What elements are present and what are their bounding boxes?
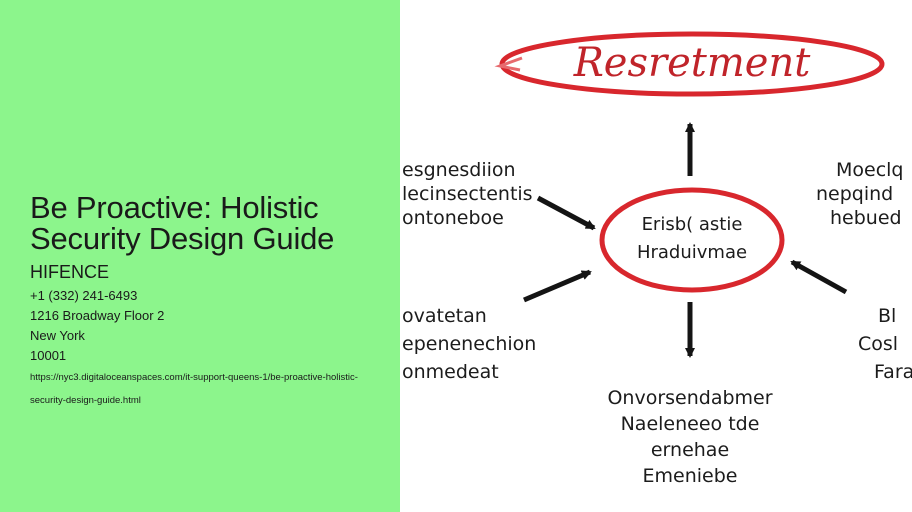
top-right-line-2: nepqind xyxy=(816,183,893,205)
top-left-line-1: esgnesdiion xyxy=(402,159,516,181)
diagram-image: Resretment Erisb( astie Hraduivmae esgne… xyxy=(400,0,912,512)
bottom-right-line-2: Cosl xyxy=(858,333,898,355)
bottom-line-4: Emeniebe xyxy=(643,465,738,487)
banner-tail xyxy=(494,56,523,72)
bottom-right-line-1: Bl xyxy=(878,305,896,327)
bottom-line-1: Onvorsendabmer xyxy=(607,387,772,409)
source-link[interactable]: https://nyc3.digitaloceanspaces.com/it-s… xyxy=(30,372,358,406)
concept-diagram: Resretment Erisb( astie Hraduivmae esgne… xyxy=(402,31,912,487)
arrow-top-left xyxy=(536,195,596,231)
top-right-line-1: Moeclq xyxy=(836,159,904,181)
bottom-left-line-2: epenenechion xyxy=(402,333,536,355)
banner-text: Resretment xyxy=(573,40,812,86)
bottom-line-2: Naeleneeo tde xyxy=(621,413,760,435)
arrow-right xyxy=(790,259,848,295)
bottom-left-line-3: onmedeat xyxy=(402,361,499,383)
info-panel: Be Proactive: Holistic Security Design G… xyxy=(0,0,400,512)
phone-number: +1 (332) 241-6493 xyxy=(30,288,138,303)
company-name: HIFENCE xyxy=(30,262,110,282)
top-left-line-3: ontoneboe xyxy=(402,207,504,229)
street-address: 1216 Broadway Floor 2 xyxy=(30,308,165,323)
center-label-2: Hraduivmae xyxy=(637,242,747,263)
center-label-1: Erisb( astie xyxy=(642,214,743,235)
center-ring xyxy=(599,187,785,293)
bottom-line-3: ernehae xyxy=(651,439,729,461)
page-title: Be Proactive: Holistic Security Design G… xyxy=(30,190,335,256)
bottom-left-line-1: ovatetan xyxy=(402,305,487,327)
top-right-line-3: hebued xyxy=(830,207,902,229)
bottom-right-line-3: Fara xyxy=(874,361,912,383)
zip-code: 10001 xyxy=(30,348,67,363)
arrow-bottom-left xyxy=(523,269,592,303)
top-left-line-2: lecinsectentis xyxy=(402,183,533,205)
city: New York xyxy=(30,328,85,343)
